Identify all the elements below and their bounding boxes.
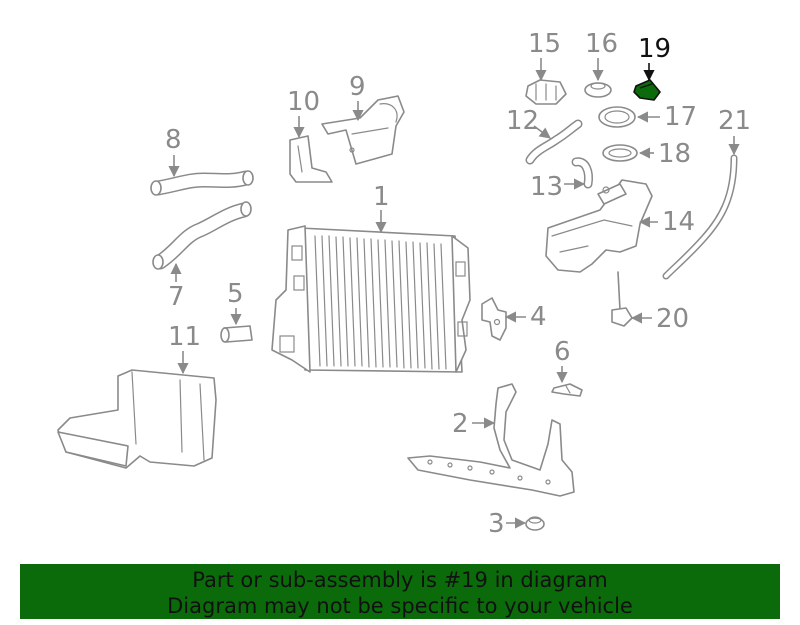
part-4-mount-bracket[interactable] xyxy=(481,297,507,341)
part-9-air-deflector[interactable] xyxy=(321,95,405,165)
part-7-lower-hose[interactable] xyxy=(152,201,252,270)
callout-18[interactable]: 18 xyxy=(658,139,691,169)
part-13-bypass-hose[interactable] xyxy=(571,157,593,189)
callout-2[interactable]: 2 xyxy=(452,409,469,439)
diagram-canvas: 1 2 3 4 5 6 7 xyxy=(57,29,751,539)
callout-20[interactable]: 20 xyxy=(656,304,689,334)
callout-10[interactable]: 10 xyxy=(287,87,320,117)
part-16-reservoir-cap[interactable] xyxy=(584,82,612,98)
part-15-sensor[interactable] xyxy=(525,79,567,105)
part-3-bushing[interactable] xyxy=(525,516,545,531)
part-12-coolant-hose[interactable] xyxy=(525,119,583,165)
part-1-radiator[interactable] xyxy=(271,225,471,373)
callout-16[interactable]: 16 xyxy=(585,29,618,59)
part-10-support-bracket[interactable] xyxy=(289,135,333,183)
callout-9[interactable]: 9 xyxy=(349,72,366,102)
callout-4[interactable]: 4 xyxy=(530,302,547,332)
part-20-level-sensor[interactable] xyxy=(611,271,633,327)
part-2-lower-bracket[interactable] xyxy=(407,383,575,497)
callout-19[interactable]: 19 xyxy=(638,34,671,64)
callout-3[interactable]: 3 xyxy=(488,509,505,539)
callout-15[interactable]: 15 xyxy=(528,29,561,59)
part-18-seal-ring[interactable] xyxy=(602,144,638,162)
part-11-air-duct[interactable] xyxy=(57,369,217,469)
part-5-connector[interactable] xyxy=(220,325,253,343)
part-19-highlighted[interactable] xyxy=(633,79,661,101)
callout-11[interactable]: 11 xyxy=(168,322,201,352)
callout-7[interactable]: 7 xyxy=(168,282,185,312)
part-14-coolant-reservoir[interactable] xyxy=(545,179,653,273)
part-21-overflow-hose[interactable] xyxy=(662,154,738,280)
callout-1[interactable]: 1 xyxy=(373,182,390,212)
callout-21[interactable]: 21 xyxy=(718,106,751,136)
callout-13[interactable]: 13 xyxy=(530,172,563,202)
banner-line-2: Diagram may not be specific to your vehi… xyxy=(167,594,633,618)
part-17-gasket[interactable] xyxy=(598,106,636,128)
callout-12[interactable]: 12 xyxy=(506,106,539,136)
callout-5[interactable]: 5 xyxy=(227,279,244,309)
callout-6[interactable]: 6 xyxy=(554,337,571,367)
part-8-upper-hose[interactable] xyxy=(150,170,254,196)
callout-17[interactable]: 17 xyxy=(664,102,697,132)
callout-8[interactable]: 8 xyxy=(165,125,182,155)
info-banner: Part or sub-assembly is #19 in diagram D… xyxy=(20,564,780,619)
part-6-clip[interactable] xyxy=(551,383,583,397)
callout-14[interactable]: 14 xyxy=(662,207,695,237)
banner-line-1: Part or sub-assembly is #19 in diagram xyxy=(192,568,608,592)
